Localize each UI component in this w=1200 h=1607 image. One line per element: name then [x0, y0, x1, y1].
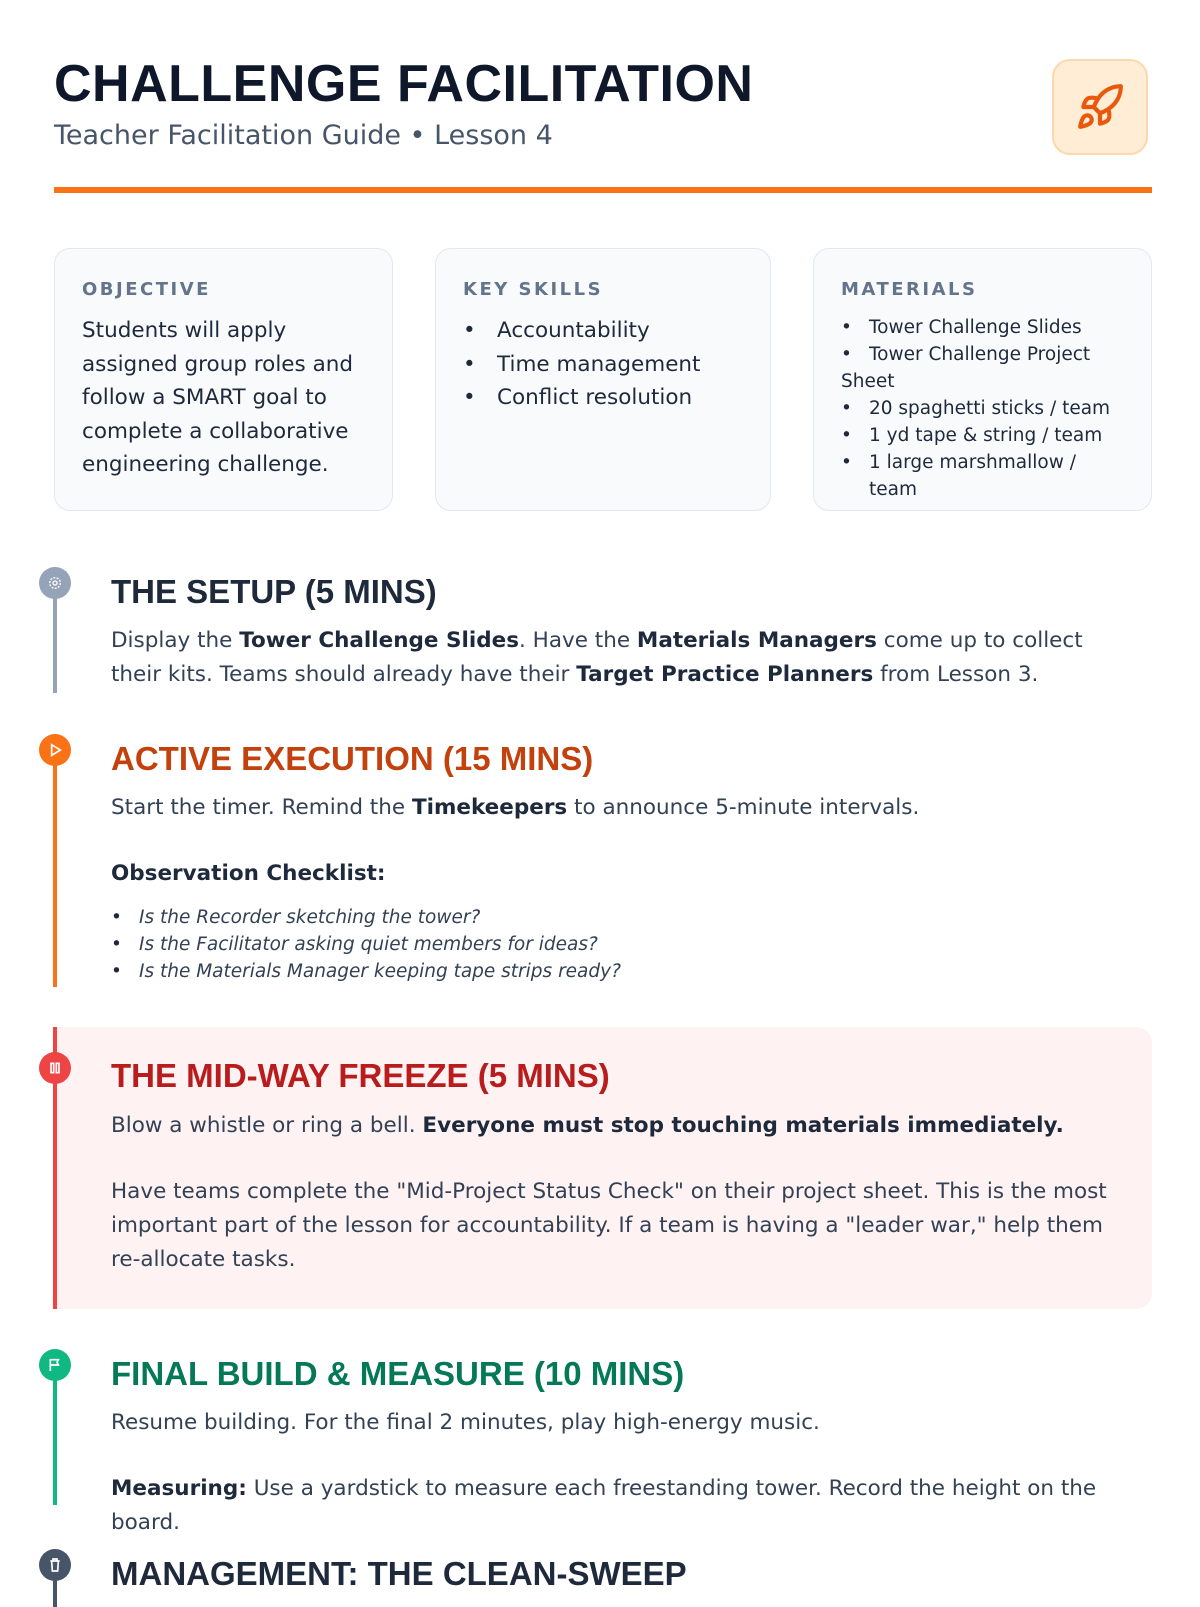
skill-item: Accountability	[463, 314, 743, 348]
gear-icon	[39, 567, 71, 599]
section-midway-freeze: THE MID-WAY FREEZE (5 MINS) Blow a whist…	[0, 1027, 1200, 1309]
section-text: Resume building. For the final 2 minutes…	[111, 1410, 820, 1435]
header-divider	[54, 187, 1152, 193]
trash-icon	[39, 1549, 71, 1581]
section-title: FINAL BUILD & MEASURE (10 MINS)	[111, 1355, 685, 1392]
section-text: Blow a whistle or ring a bell. Everyone …	[111, 1113, 1064, 1138]
section-text: Start the timer. Remind the Timekeepers …	[111, 795, 920, 820]
checklist-item: Is the Recorder sketching the tower?	[111, 904, 621, 931]
rocket-badge	[1052, 59, 1148, 155]
material-item: 1 yd tape & string / team	[841, 422, 1124, 449]
checklist-title: Observation Checklist:	[111, 861, 386, 886]
section-title: MANAGEMENT: THE CLEAN-SWEEP	[111, 1555, 687, 1592]
section-text-2: Have teams complete the "Mid-Project Sta…	[111, 1179, 1107, 1272]
flag-icon	[39, 1349, 71, 1381]
timeline-line	[53, 585, 57, 693]
section-title: THE SETUP (5 MINS)	[111, 573, 437, 610]
page-title: CHALLENGE FACILITATION	[54, 55, 754, 113]
play-icon	[39, 734, 71, 766]
checklist-item: Is the Materials Manager keeping tape st…	[111, 958, 621, 985]
checklist-item: Is the Facilitator asking quiet members …	[111, 931, 621, 958]
objective-card: OBJECTIVE Students will apply assigned g…	[54, 248, 393, 511]
material-item: Tower Challenge Project Sheet	[841, 341, 1124, 395]
material-item: Tower Challenge Slides	[841, 314, 1124, 341]
pause-icon	[39, 1052, 71, 1084]
skill-item: Time management	[463, 348, 743, 382]
timeline-line	[53, 1567, 57, 1607]
section-text-2: Measuring: Use a yardstick to measure ea…	[111, 1476, 1097, 1535]
timeline-line	[53, 752, 57, 987]
section-text: Display the Tower Challenge Slides. Have…	[111, 628, 1083, 687]
skill-item: Conflict resolution	[463, 381, 743, 415]
timeline-line	[53, 1027, 57, 1309]
material-item: 1 large marshmallow / team	[841, 449, 1124, 503]
rocket-icon	[1078, 84, 1123, 129]
key-skills-card: KEY SKILLS Accountability Time managemen…	[435, 248, 771, 511]
timeline-line	[53, 1367, 57, 1505]
key-skills-title: KEY SKILLS	[463, 279, 604, 300]
observation-checklist: Is the Recorder sketching the tower? Is …	[111, 904, 621, 985]
materials-title: MATERIALS	[841, 279, 978, 300]
materials-card: MATERIALS Tower Challenge Slides Tower C…	[813, 248, 1152, 511]
material-item: 20 spaghetti sticks / team	[841, 395, 1124, 422]
section-title: THE MID-WAY FREEZE (5 MINS)	[111, 1057, 610, 1094]
highlight-box	[55, 1027, 1152, 1309]
page-subtitle: Teacher Facilitation Guide • Lesson 4	[54, 120, 553, 151]
objective-title: OBJECTIVE	[82, 279, 211, 300]
section-title: ACTIVE EXECUTION (15 MINS)	[111, 740, 594, 777]
objective-text: Students will apply assigned group roles…	[82, 318, 354, 477]
